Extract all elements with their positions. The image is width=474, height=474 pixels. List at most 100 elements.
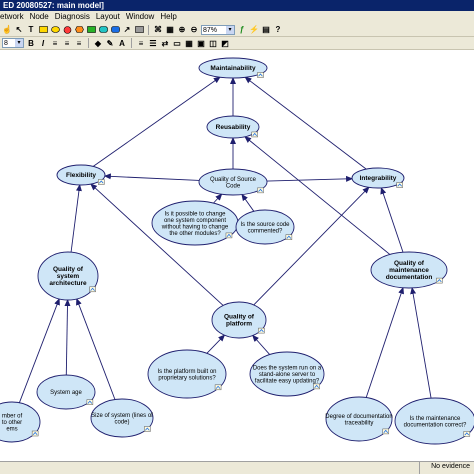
arc-quality-documentation-to-integrability[interactable]	[380, 186, 404, 253]
distribute-icon[interactable]: ▦	[185, 38, 193, 48]
arc-integrability-to-maintainability[interactable]	[244, 76, 367, 170]
node-maintainability[interactable]: Maintainability	[198, 57, 268, 79]
zoom-combo[interactable]: 87% ▾	[201, 24, 235, 35]
arc-system-age-to-quality-architecture[interactable]	[64, 298, 71, 376]
align-nodes-icon[interactable]: ▭	[173, 38, 181, 48]
node-circle-icon[interactable]	[62, 25, 72, 35]
text-tool-icon[interactable]: T	[28, 25, 34, 34]
node-hexagon-icon[interactable]	[74, 25, 84, 35]
menu-network[interactable]: etwork	[0, 12, 24, 21]
node-ellipse[interactable]	[211, 301, 267, 339]
hand-tool-icon[interactable]: ☝	[2, 25, 12, 34]
histogram-icon[interactable]: ▤	[262, 25, 270, 34]
chevron-down-icon[interactable]: ▾	[226, 25, 234, 34]
node-label: Integrability	[360, 175, 397, 182]
font-color-icon[interactable]: A	[119, 38, 125, 48]
arc-source-commented-to-quality-source-code[interactable]	[241, 193, 255, 212]
italic-icon[interactable]: I	[41, 38, 45, 48]
node-flexibility[interactable]: Flexibility	[56, 164, 106, 186]
node-green-icon[interactable]	[86, 25, 96, 35]
node-ellipse[interactable]	[90, 398, 154, 438]
line-width-icon[interactable]: ≡	[138, 38, 144, 48]
node-gray-icon[interactable]	[134, 25, 144, 35]
zoom-in-icon[interactable]: ⊕	[178, 25, 186, 34]
align-right-icon[interactable]: ≡	[76, 38, 82, 48]
node-ellipse[interactable]	[325, 396, 393, 442]
arc-change-component-to-quality-source-code[interactable]	[213, 193, 223, 204]
select-arrow-icon[interactable]: ↖	[15, 25, 23, 34]
fill-color-icon[interactable]: ◆	[94, 38, 102, 48]
node-ellipse[interactable]	[0, 401, 41, 443]
menu-layout[interactable]: Layout	[95, 12, 120, 21]
node-ellipse[interactable]	[351, 167, 405, 189]
node-ellipse[interactable]	[370, 251, 448, 289]
node-system-age[interactable]: System age	[36, 374, 96, 410]
zoom-out-icon[interactable]: ⊖	[190, 25, 198, 34]
node-rounded-icon[interactable]	[110, 25, 120, 35]
arrow-style-icon[interactable]: ⇄	[161, 38, 169, 48]
menu-node[interactable]: Node	[29, 12, 49, 21]
node-rect-icon[interactable]	[38, 25, 48, 35]
arc-doc-traceability-to-quality-documentation[interactable]	[365, 286, 404, 398]
line-style-icon[interactable]: ☰	[149, 38, 157, 48]
arc-platform-proprietary-to-quality-platform[interactable]	[206, 334, 226, 354]
arc-quality-documentation-to-reusability[interactable]	[244, 136, 391, 255]
node-ellipse[interactable]	[56, 164, 106, 186]
arc-quality-architecture-to-flexibility[interactable]	[70, 183, 82, 253]
align-center-icon[interactable]: ≡	[64, 38, 70, 48]
arc-quality-source-code-to-flexibility[interactable]	[103, 173, 200, 181]
node-ellipse[interactable]	[37, 251, 99, 301]
arrange-icon[interactable]: ◫	[209, 38, 217, 48]
arc-quality-platform-to-integrability[interactable]	[253, 186, 370, 306]
node-ellipse[interactable]	[394, 397, 474, 445]
font-size-combo[interactable]: 8 ▾	[2, 38, 24, 48]
node-label: mber of	[2, 414, 23, 420]
update-beliefs-icon[interactable]: ƒ	[239, 25, 245, 34]
update-icon[interactable]: ⚡	[249, 25, 259, 34]
arc-quality-platform-to-flexibility[interactable]	[90, 183, 224, 306]
node-octagon-icon[interactable]	[98, 25, 108, 35]
arc-tool-icon[interactable]: ↗	[123, 25, 131, 34]
node-oval-icon[interactable]	[50, 25, 60, 35]
arc-standalone-server-to-quality-platform[interactable]	[252, 334, 271, 355]
network-icon[interactable]: ⌘	[154, 25, 162, 34]
node-ellipse[interactable]	[198, 57, 268, 79]
arc-flexibility-to-maintainability[interactable]	[92, 76, 221, 167]
menu-help[interactable]: Help	[160, 12, 177, 21]
node-integrability[interactable]: Integrability	[351, 167, 405, 189]
bring-front-icon[interactable]: ◩	[221, 38, 229, 48]
menu-diagnosis[interactable]: Diagnosis	[54, 12, 90, 21]
arc-quality-source-code-to-integrability[interactable]	[266, 175, 354, 182]
align-left-icon[interactable]: ≡	[52, 38, 58, 48]
node-ellipse[interactable]	[235, 209, 295, 245]
node-ellipse[interactable]	[206, 115, 260, 139]
help-pointer-icon[interactable]: ?	[275, 25, 281, 34]
arc-doc-correct-to-quality-documentation[interactable]	[410, 286, 432, 399]
node-reusability[interactable]: Reusability	[206, 115, 260, 139]
bold-icon[interactable]: B	[28, 38, 34, 48]
arc-system-size-to-quality-architecture[interactable]	[76, 298, 116, 400]
grid-icon[interactable]: ▦	[166, 25, 174, 34]
line-color-icon[interactable]: ✎	[106, 38, 114, 48]
node-ellipse[interactable]	[147, 349, 227, 399]
chevron-down-icon[interactable]: ▾	[15, 39, 23, 47]
arc-number-of-to-quality-architecture[interactable]	[18, 298, 60, 403]
same-size-icon[interactable]: ▣	[197, 38, 205, 48]
node-ellipse[interactable]	[249, 351, 325, 397]
menu-window[interactable]: Window	[125, 12, 155, 21]
node-ellipse[interactable]	[198, 168, 268, 196]
node-ellipse[interactable]	[36, 374, 96, 410]
